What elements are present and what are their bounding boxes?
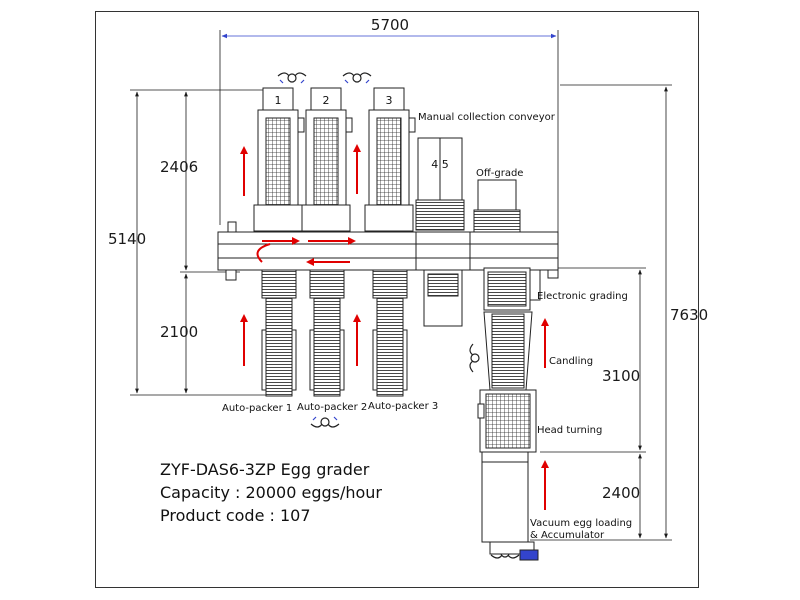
spec-model: ZYF-DAS6-3ZP Egg grader bbox=[160, 460, 370, 479]
label-auto-packer-3: Auto-packer 3 bbox=[368, 401, 438, 412]
operator-icon-top-1 bbox=[277, 72, 307, 84]
label-electronic-grading: Electronic grading bbox=[537, 291, 628, 302]
dim-upper-section: 2406 bbox=[160, 158, 198, 176]
label-vacuum-loading: Vacuum egg loading bbox=[530, 518, 632, 529]
operator-icon-side bbox=[469, 343, 480, 373]
spec-product-code: Product code : 107 bbox=[160, 506, 311, 525]
operator-icon-top-2 bbox=[342, 72, 372, 84]
lane-label-3: 3 bbox=[386, 94, 393, 107]
dim-middle-right: 3100 bbox=[602, 367, 640, 385]
dimension-lines bbox=[130, 30, 672, 541]
dim-bottom-right: 2400 bbox=[602, 484, 640, 502]
spec-capacity: Capacity : 20000 eggs/hour bbox=[160, 483, 382, 502]
upper-lanes bbox=[253, 87, 416, 232]
flow-arrows bbox=[240, 144, 549, 510]
dim-lower-section: 2100 bbox=[160, 323, 198, 341]
feed-line bbox=[477, 267, 541, 561]
lane-label-1: 1 bbox=[275, 94, 282, 107]
label-accumulator: & Accumulator bbox=[530, 530, 605, 541]
label-head-turning: Head turning bbox=[537, 425, 602, 436]
drawing-frame bbox=[95, 11, 699, 588]
lane-label-2: 2 bbox=[323, 94, 330, 107]
dim-right-height: 7630 bbox=[670, 306, 708, 324]
label-auto-packer-2: Auto-packer 2 bbox=[297, 402, 367, 413]
auto-packers bbox=[261, 269, 463, 397]
label-auto-packer-1: Auto-packer 1 bbox=[222, 403, 292, 414]
label-candling: Candling bbox=[549, 356, 593, 367]
manual-collection-conveyor bbox=[415, 137, 465, 231]
manual-lanes-label: 4 5 bbox=[431, 158, 449, 171]
dim-left-height: 5140 bbox=[108, 230, 146, 248]
label-off-grade: Off-grade bbox=[476, 168, 523, 179]
operator-icon-bottom-1 bbox=[310, 416, 340, 428]
dim-total-width: 5700 bbox=[371, 16, 409, 34]
main-transfer-conveyor bbox=[217, 221, 559, 281]
off-grade-unit bbox=[473, 179, 521, 233]
label-manual-conveyor: Manual collection conveyor bbox=[418, 112, 556, 123]
flow-turn-arrow bbox=[256, 243, 271, 263]
